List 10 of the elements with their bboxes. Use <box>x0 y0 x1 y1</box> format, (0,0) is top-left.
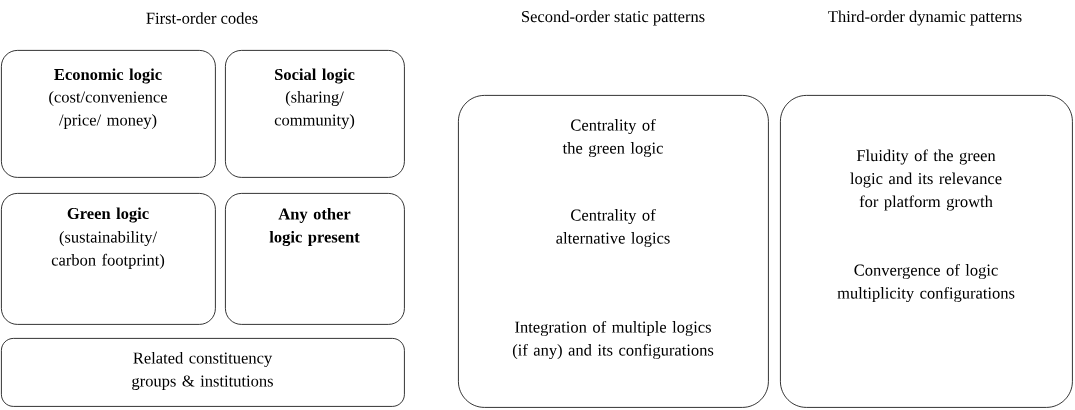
text-box: Centrality of the green logic Centrality of alternative logics Integration of multiple logics (if any) and its configurations <box>458 95 769 408</box>
text-box: Related constituency groups & institutions <box>1 338 405 407</box>
text-box: Economic logic (cost/convenience /price/ money) <box>1 50 216 178</box>
column-heading: Second-order static patterns <box>522 10 705 26</box>
text-box: Any other logic present <box>225 193 405 325</box>
text-box: Social logic (sharing/ community) <box>225 50 405 178</box>
text-box: Fluidity of the green logic and its relevance for platform growth Convergence of logic multiplicity configurations <box>780 95 1073 408</box>
column-heading: First-order codes <box>146 12 258 24</box>
column-heading: Third-order dynamic patterns <box>828 10 1022 26</box>
text-box: Green logic (sustainability/ carbon footprint) <box>1 193 216 325</box>
